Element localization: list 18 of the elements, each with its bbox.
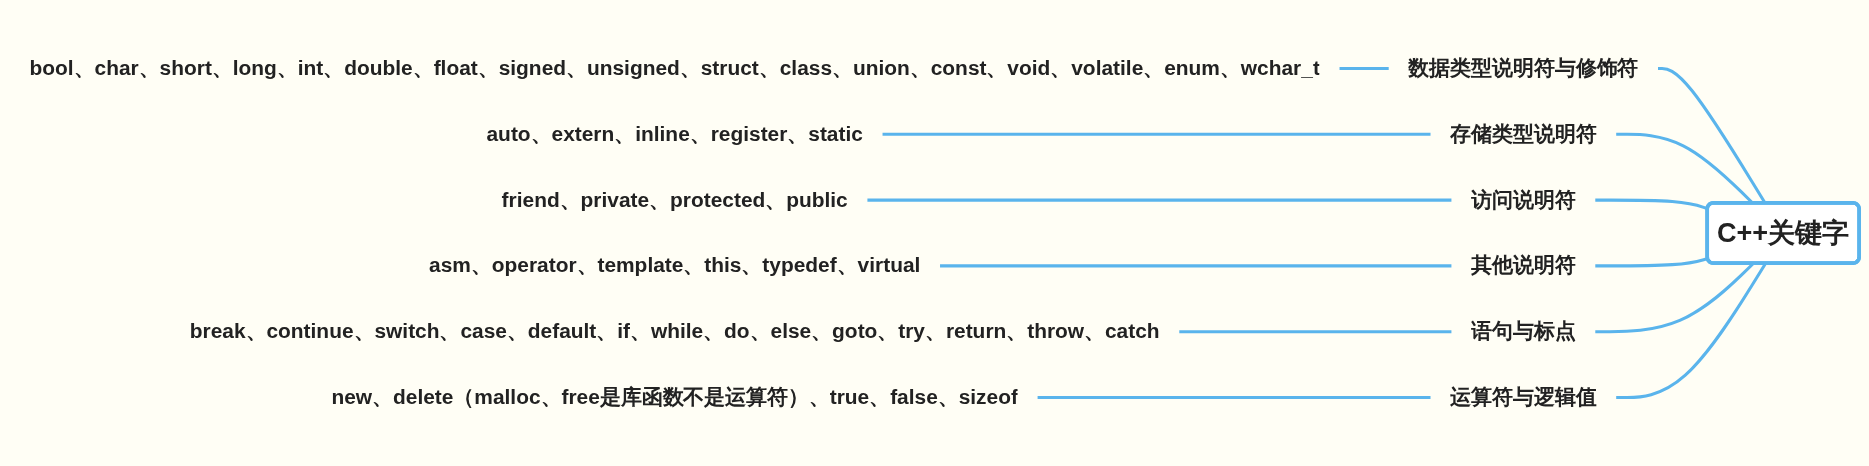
connector	[940, 264, 1452, 268]
connector	[867, 198, 1452, 202]
node-text: 语句与标点	[1471, 319, 1576, 344]
connector	[1339, 67, 1389, 71]
node-text: friend、private、protected、public	[501, 188, 848, 212]
connector	[1179, 330, 1452, 334]
node-text: 数据类型说明符与修饰符	[1408, 56, 1639, 80]
node-text: bool、char、short、long、int、double、float、signed、unsigned、struct、class、union、const、void、volatile、enum、wchar_t	[29, 56, 1320, 80]
node-text: 存储类型说明符	[1450, 122, 1597, 146]
node-text: auto、extern、inline、register、static	[486, 122, 863, 146]
node-text: 访问说明符	[1471, 188, 1576, 212]
connector	[1037, 395, 1431, 399]
node-text: 其他说明符	[1471, 253, 1576, 278]
connector	[882, 132, 1431, 136]
node-text: 运算符与逻辑值	[1450, 385, 1597, 409]
node-text: asm、operator、template、this、typedef、virtual	[429, 253, 921, 278]
node-text: new、delete（malloc、free是库函数不是运算符）、true、false、sizeof	[331, 385, 1018, 409]
node-text: break、continue、switch、case、default、if、while、do、else、goto、try、return、throw、catch	[189, 319, 1160, 344]
